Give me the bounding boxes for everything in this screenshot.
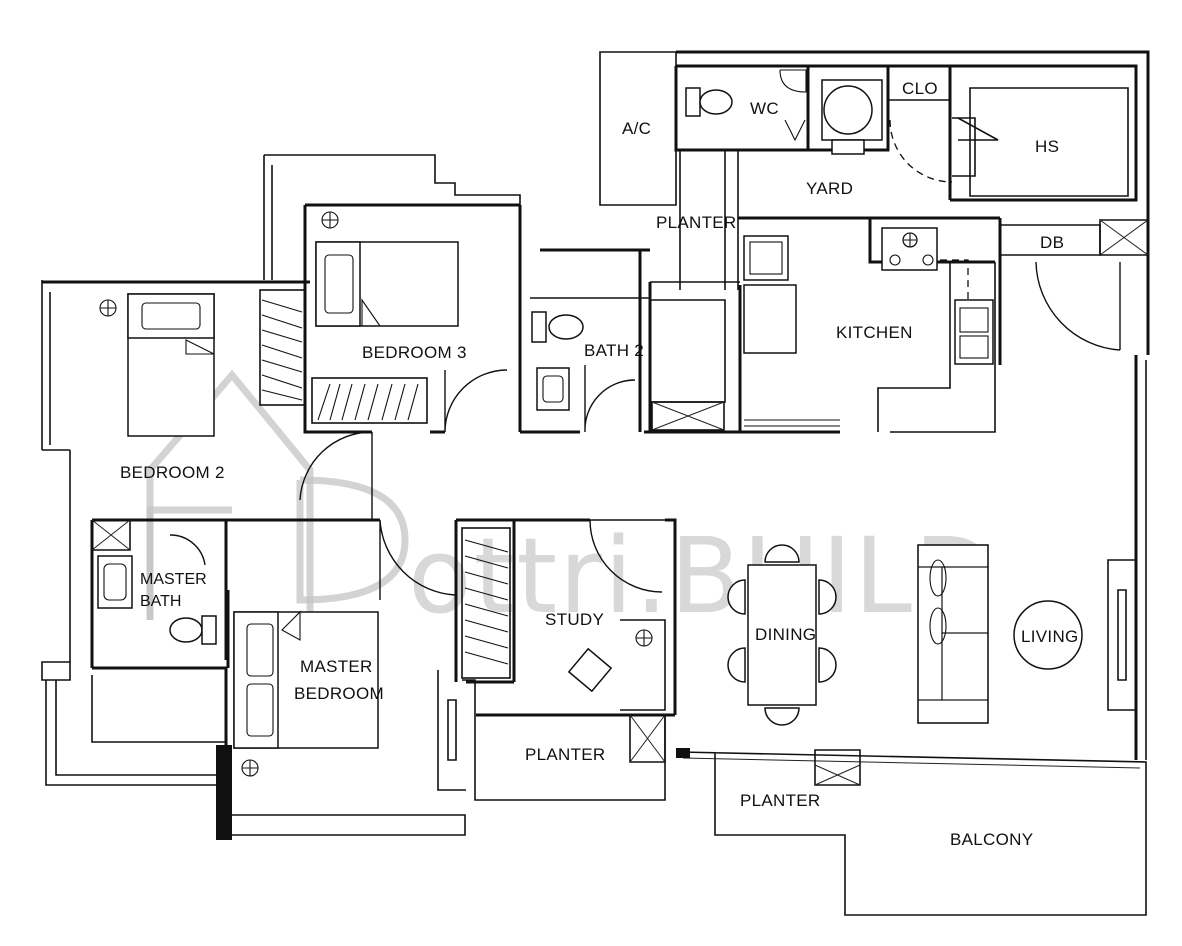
doors bbox=[169, 119, 1121, 600]
bath2-basin-icon bbox=[536, 367, 570, 411]
washing-machine-icon bbox=[821, 79, 883, 155]
wardrobe-bedroom2 bbox=[259, 289, 306, 406]
bed-bedroom3-icon bbox=[315, 241, 459, 327]
label-master-bath-2: BATH bbox=[140, 593, 181, 610]
hob-icon bbox=[881, 227, 969, 300]
fridge-icon bbox=[743, 235, 789, 281]
label-ac: A/C bbox=[622, 119, 651, 138]
label-db: DB bbox=[1040, 233, 1064, 252]
toilet-icon bbox=[685, 87, 733, 117]
bath2-toilet-icon bbox=[531, 311, 584, 343]
light-point-icons bbox=[99, 211, 918, 777]
bath2-shower-icon bbox=[651, 401, 725, 431]
kitchen-cabinet-icon bbox=[743, 284, 840, 427]
label-bath2: BATH 2 bbox=[584, 341, 644, 360]
label-master-bedroom-1: MASTER bbox=[300, 657, 373, 676]
label-living: LIVING bbox=[1021, 627, 1079, 646]
bed-master-icon bbox=[233, 610, 379, 749]
coffee-table-icon bbox=[1013, 600, 1083, 670]
label-master-bath-1: MASTER bbox=[140, 571, 207, 588]
label-master-bedroom-2: BEDROOM bbox=[294, 684, 384, 703]
sofa-icon bbox=[917, 544, 989, 724]
label-study: STUDY bbox=[545, 610, 604, 629]
sink-icon bbox=[954, 299, 994, 365]
label-clo: CLO bbox=[902, 79, 938, 98]
wardrobe-bedroom3 bbox=[311, 377, 428, 424]
dining-table-icon bbox=[727, 544, 837, 726]
fixtures bbox=[97, 69, 1083, 777]
wardrobe-master bbox=[461, 527, 511, 679]
master-toilet-icon bbox=[169, 615, 217, 645]
study-chair-icon bbox=[567, 647, 613, 693]
label-bedroom3: BEDROOM 3 bbox=[362, 343, 467, 362]
label-wc: WC bbox=[750, 99, 779, 118]
label-balcony: BALCONY bbox=[950, 830, 1033, 849]
wc-shower-icon bbox=[779, 69, 807, 142]
label-dining: DINING bbox=[755, 625, 816, 644]
label-planter-study: PLANTER bbox=[525, 745, 606, 764]
label-bedroom2: BEDROOM 2 bbox=[120, 463, 225, 482]
label-yard: YARD bbox=[806, 179, 853, 198]
interior-walls bbox=[90, 66, 1149, 786]
label-kitchen: KITCHEN bbox=[836, 323, 913, 342]
bed-bedroom2-icon bbox=[127, 293, 215, 437]
wardrobes bbox=[259, 289, 511, 679]
exterior-walls bbox=[41, 50, 1150, 916]
watermark-text: ottri.BUILD bbox=[408, 515, 996, 637]
label-hs: HS bbox=[1035, 137, 1059, 156]
watermark: ottri.BUILD bbox=[146, 369, 996, 637]
label-planter-top: PLANTER bbox=[656, 213, 737, 232]
master-basin-icon bbox=[97, 555, 133, 609]
room-labels: A/C WC CLO HS YARD PLANTER DB KITCHEN BE… bbox=[120, 79, 1079, 849]
label-planter-balcony: PLANTER bbox=[740, 791, 821, 810]
